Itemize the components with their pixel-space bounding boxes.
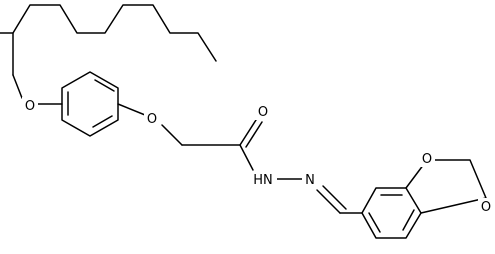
- atom-o-dioxole-bottom: O: [481, 200, 491, 215]
- imine-bond-1: [316, 189, 341, 214]
- atom-o-dioxole-top: O: [422, 152, 432, 167]
- label-mask-n: [302, 171, 318, 188]
- acetohydrazide-linker: [161, 119, 363, 214]
- phenylene-inner-bond-2: [92, 115, 113, 128]
- phenylene-inner-bond-1: [94, 79, 115, 92]
- benzodioxole-ring: [361, 159, 487, 239]
- label-mask-o-bottom: [478, 198, 494, 215]
- label-mask-o-right: [144, 110, 160, 127]
- label-mask-hn: [250, 171, 277, 188]
- label-mask-o-left: [22, 97, 38, 114]
- octyl-o-bond: [12, 74, 23, 99]
- dioxole-ring-bonds: [405, 159, 487, 214]
- phenylene-ring: [33, 71, 151, 137]
- label-mask-o-carbonyl: [255, 103, 271, 120]
- benzene-inner-bond-3: [368, 212, 381, 233]
- carbonyl-to-nh-bond: [239, 144, 254, 171]
- phenylene-ring-bonds: [61, 71, 119, 137]
- imine-bond-2: [322, 185, 347, 210]
- atom-o-carbonyl: O: [258, 105, 268, 120]
- atom-n-imine: N: [305, 173, 315, 188]
- atom-hn: HN: [253, 173, 273, 188]
- och2-bond: [161, 124, 183, 146]
- benzene-inner-bond-2: [402, 209, 415, 231]
- octyl-chain: [0, 4, 217, 99]
- atom-o-ether-left: O: [25, 99, 35, 114]
- carbonyl-bond-1: [239, 119, 257, 146]
- octyl-chain-bonds: [0, 4, 217, 62]
- atom-o-ether-right: O: [147, 112, 157, 127]
- carbonyl-bond-2: [245, 121, 263, 148]
- label-mask-o-top: [419, 150, 435, 167]
